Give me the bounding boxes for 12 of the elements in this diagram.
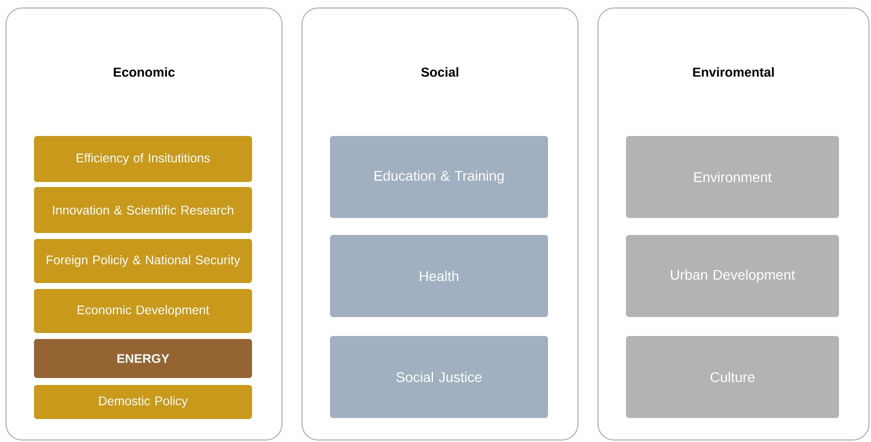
topic-box: Demostic Policy (34, 385, 252, 419)
topic-box: ENERGY (34, 339, 252, 378)
topic-box: Innovation & Scientific Research (34, 187, 252, 233)
topic-box: Culture (626, 336, 839, 418)
topic-box: Efficiency of Insitutitions (34, 136, 252, 182)
topic-box: Environment (626, 136, 839, 218)
topic-box: Foreign Policiy & National Security (34, 239, 252, 283)
topic-box: Social Justice (330, 336, 548, 418)
topic-box: Urban Development (626, 235, 839, 317)
topic-box: Economic Development (34, 289, 252, 333)
topic-box: Education & Training (330, 136, 548, 218)
topic-box: Health (330, 235, 548, 317)
